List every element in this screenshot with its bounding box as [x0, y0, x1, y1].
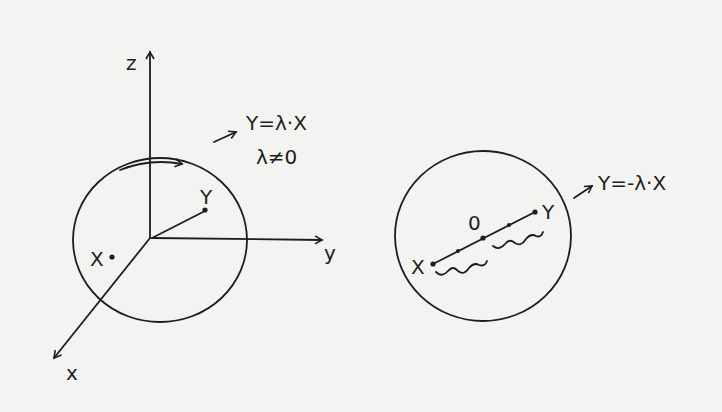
condition-label: λ≠0 — [256, 146, 297, 168]
point-label: X — [411, 256, 425, 278]
point-label: X — [90, 248, 104, 270]
point-label: Y — [542, 201, 554, 223]
origin-label: 0 — [468, 212, 481, 234]
axis-label: y — [324, 242, 336, 264]
axis-label: z — [126, 52, 137, 74]
axis-label: x — [66, 362, 78, 384]
point-label: Y — [200, 186, 212, 208]
equation-label: Y=λ·X — [246, 112, 307, 134]
equation-label: Y=-λ·X — [598, 172, 666, 194]
